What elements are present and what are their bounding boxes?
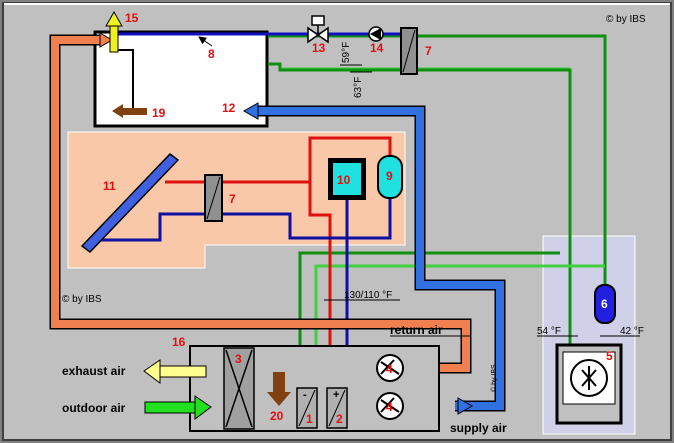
- label-10: 10: [337, 173, 351, 187]
- solar-blue-pipe-a: [100, 212, 205, 242]
- label-pointer-8: [198, 36, 213, 47]
- label-4-return: 4: [386, 362, 393, 376]
- heat-recovery-cross: [225, 349, 253, 428]
- heat-exchanger-arrow-body: [122, 108, 147, 115]
- heat-exchanger-top-diagonal: [402, 29, 416, 73]
- tank-inner-pipe: [118, 49, 134, 112]
- red-pipe-coil-2: [308, 182, 332, 390]
- temp-59-label: 59°F: [341, 42, 352, 63]
- supply-duct: [258, 107, 504, 410]
- vent-arrow-icon: [105, 10, 123, 27]
- return-fan-blades: [380, 359, 400, 375]
- solar-red-pipe-b: [222, 136, 392, 184]
- supply-air-label: supply air: [450, 421, 507, 435]
- valve-actuator: [311, 15, 325, 26]
- boiler: [333, 163, 361, 195]
- exhaust-air-label: exhaust air: [62, 364, 126, 378]
- green-pipe-return: [268, 62, 572, 345]
- label-4-supply: 4: [386, 400, 393, 414]
- label-7-solar: 7: [229, 192, 236, 206]
- label-6: 6: [601, 297, 608, 311]
- heating-coil-diagonal: [328, 389, 346, 427]
- supply-fan-blades: [380, 397, 400, 413]
- heat-exchanger-solar-diagonal: [206, 176, 221, 220]
- vertical-copyright: © by IBS: [490, 364, 498, 392]
- coil-plus-sign: +: [333, 389, 339, 401]
- label-15: 15: [125, 11, 139, 25]
- cooling-coil-diagonal: [298, 389, 316, 427]
- exhaust-air-arrow-body: [159, 365, 207, 378]
- supply-duct-arrowhead-12: [242, 102, 259, 120]
- exhaust-duct-arrowhead: [99, 32, 113, 48]
- expansion-tank-6: [594, 284, 616, 324]
- solar-blue-pipe-b: [222, 198, 392, 240]
- label-3: 3: [235, 352, 242, 366]
- label-12: 12: [222, 101, 236, 115]
- temp-42-label: 42 °F: [620, 326, 644, 337]
- label-13: 13: [312, 41, 326, 55]
- outdoor-air-label: outdoor air: [62, 401, 126, 415]
- label-16: 16: [172, 335, 186, 349]
- label-7-top: 7: [425, 44, 432, 58]
- damper-arrow-icon: [267, 392, 291, 406]
- exhaust-air-arrow-icon: [143, 359, 161, 384]
- temp-130-110-label: 130/110 °F: [344, 290, 392, 301]
- outdoor-air-arrow-body: [144, 401, 196, 414]
- temp-63-label: 63°F: [353, 77, 364, 98]
- green-pipe-coil-1: [298, 251, 560, 390]
- label-19: 19: [152, 106, 166, 120]
- supply-air-arrowhead: [457, 397, 474, 415]
- label-1: 1: [306, 412, 313, 426]
- chiller-rotor-icon: [581, 366, 597, 390]
- coil-minus-sign: -: [303, 389, 307, 401]
- label-20: 20: [270, 409, 284, 423]
- exhaust-duct: [51, 36, 470, 372]
- label-11: 11: [103, 179, 116, 193]
- label-8: 8: [208, 47, 215, 61]
- temp-54-label: 54 °F: [537, 326, 561, 337]
- copyright-top: © by IBS: [606, 14, 646, 25]
- vent-stack: [109, 25, 119, 53]
- damper-arrow-body: [273, 372, 285, 392]
- label-2: 2: [336, 412, 343, 426]
- return-air-label: return air: [390, 323, 443, 337]
- label-14: 14: [370, 41, 384, 55]
- expansion-tank-9: [377, 155, 403, 199]
- heat-exchanger-arrow-icon: [112, 104, 123, 118]
- solar-circuit-zone: [67, 131, 406, 269]
- label-9: 9: [386, 169, 393, 183]
- copyright-left: © by IBS: [62, 294, 102, 305]
- label-5: 5: [606, 349, 613, 363]
- solar-collector: [80, 153, 180, 253]
- pump-direction-icon: [370, 28, 381, 40]
- outdoor-air-arrow-icon: [194, 395, 212, 420]
